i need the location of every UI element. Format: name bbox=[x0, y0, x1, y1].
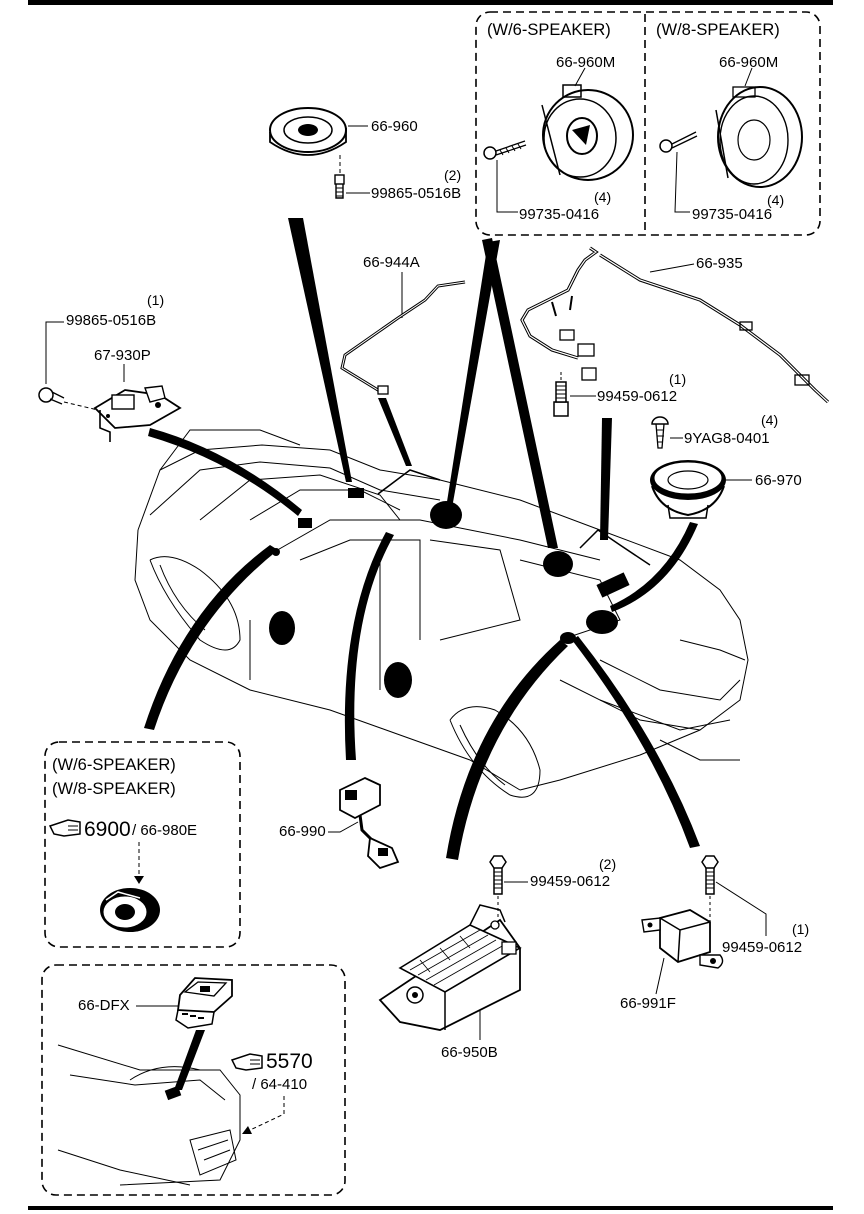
label-66-970: 66-970 bbox=[755, 472, 802, 489]
screw-99865-top bbox=[334, 174, 345, 199]
left-w6-title: (W/6-SPEAKER) bbox=[52, 756, 176, 774]
label-66-960: 66-960 bbox=[371, 118, 418, 135]
qty-99865-top: (2) bbox=[444, 167, 461, 183]
console-unit bbox=[348, 488, 364, 498]
qty-99459-mid: (1) bbox=[669, 371, 686, 387]
label-66-960M-w6: 66-960M bbox=[556, 54, 615, 71]
door-speaker-rear bbox=[384, 662, 412, 698]
label-9YAG8-0401: 9YAG8-0401 bbox=[684, 430, 770, 447]
leader-lines bbox=[144, 218, 700, 860]
label-66-DFX: 66-DFX bbox=[78, 997, 130, 1014]
label-99459-0612-mid: 99459-0612 bbox=[597, 388, 677, 405]
hand-pointer-icon bbox=[48, 819, 81, 837]
label-99865-0516B-top: 99865-0516B bbox=[371, 185, 461, 202]
tweeter-speaker-w8 bbox=[715, 86, 803, 188]
dash-sensor bbox=[298, 518, 312, 528]
screw-w6 bbox=[483, 140, 527, 160]
control-module-66-950B bbox=[378, 904, 522, 1031]
qty-99735-w6: (4) bbox=[594, 189, 611, 205]
speaker-66-960 bbox=[269, 107, 347, 156]
label-99735-0416-w6: 99735-0416 bbox=[519, 206, 599, 223]
w6-speaker-title: (W/6-SPEAKER) bbox=[487, 21, 611, 39]
tweeter-speaker-w6 bbox=[541, 84, 634, 181]
ref-66-980E[interactable]: / 66-980E bbox=[132, 822, 197, 839]
label-99459-0612-right: 99459-0612 bbox=[722, 939, 802, 956]
label-66-990: 66-990 bbox=[279, 823, 326, 840]
relay-66-991F bbox=[641, 909, 724, 969]
wiring-harness-66-935 bbox=[520, 246, 830, 404]
ref-5570[interactable]: 5570 bbox=[266, 1050, 313, 1073]
ref-64-410[interactable]: / 64-410 bbox=[252, 1076, 307, 1093]
bolt-99459-lower bbox=[489, 855, 507, 918]
ref-6900[interactable]: 6900 bbox=[84, 818, 131, 841]
hand-pointer-icon-2 bbox=[230, 1053, 263, 1071]
label-99459-0612-lower: 99459-0612 bbox=[530, 873, 610, 890]
left-w8-title: (W/8-SPEAKER) bbox=[52, 780, 176, 798]
qty-99735-w8: (4) bbox=[767, 192, 784, 208]
tweeter-66-980E bbox=[100, 888, 160, 932]
top-border bbox=[28, 0, 833, 5]
rear-amp bbox=[596, 572, 630, 598]
bolt-99459-mid bbox=[553, 372, 569, 417]
qty-99459-right: (1) bbox=[792, 921, 809, 937]
qty-9YAG8: (4) bbox=[761, 412, 778, 428]
connector-66-990 bbox=[339, 777, 400, 870]
antenna-wire-on-roof bbox=[377, 469, 651, 566]
trunk-lid-outline bbox=[57, 1044, 241, 1186]
label-66-944A: 66-944A bbox=[363, 254, 420, 271]
door-speaker-front bbox=[269, 611, 295, 645]
screw-w8 bbox=[659, 131, 698, 153]
switch-on-trunk bbox=[164, 1085, 182, 1101]
sensor-bracket-67-930P bbox=[93, 385, 182, 442]
trunk-module bbox=[560, 632, 576, 644]
speaker-66-970 bbox=[650, 460, 726, 519]
label-66-991F: 66-991F bbox=[620, 995, 676, 1012]
label-67-930P: 67-930P bbox=[94, 347, 151, 364]
label-99865-0516B-left: 99865-0516B bbox=[66, 312, 156, 329]
label-66-935: 66-935 bbox=[696, 255, 743, 272]
qty-99865-left: (1) bbox=[147, 292, 164, 308]
bottom-border bbox=[28, 1206, 833, 1210]
parcel-speaker-right bbox=[586, 610, 618, 634]
switch-66-DFX bbox=[175, 977, 233, 1029]
horn-speaker-box: (W/6-SPEAKER) (W/8-SPEAKER) 6900 / 66-98… bbox=[44, 741, 241, 948]
screw-99865-left bbox=[38, 387, 65, 405]
label-99735-0416-w8: 99735-0416 bbox=[692, 206, 772, 223]
label-66-950B: 66-950B bbox=[441, 1044, 498, 1061]
trunk-switch-box: 66-DFX 5570 / 64-410 bbox=[41, 964, 346, 1196]
speaker-option-box: (W/6-SPEAKER) (W/8-SPEAKER) bbox=[475, 11, 821, 236]
parcel-speaker-left bbox=[543, 551, 573, 577]
pillar-speaker bbox=[430, 501, 462, 529]
w8-speaker-title: (W/8-SPEAKER) bbox=[656, 21, 780, 39]
screw-9YAG8 bbox=[651, 416, 669, 449]
qty-99459-lower: (2) bbox=[599, 856, 616, 872]
label-66-960M-w8: 66-960M bbox=[719, 54, 778, 71]
antenna-feeder-66-944A bbox=[340, 272, 466, 395]
